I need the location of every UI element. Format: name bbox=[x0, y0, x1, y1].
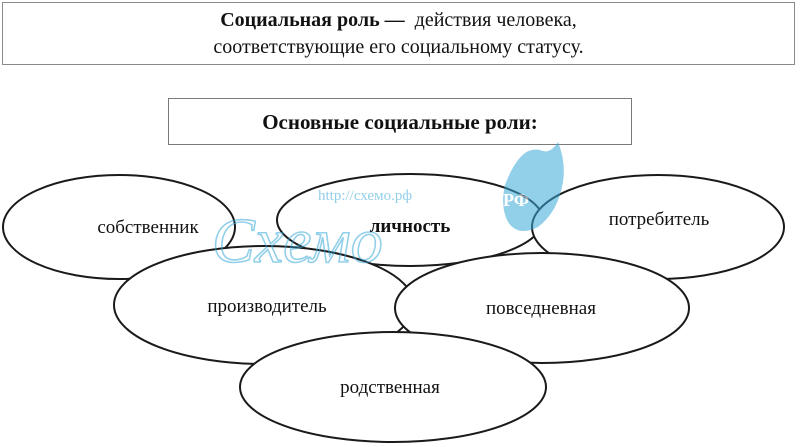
role-label: личность bbox=[370, 216, 451, 237]
role-label: производитель bbox=[207, 296, 327, 317]
definition-term: Социальная роль bbox=[220, 9, 380, 31]
role-label: собственник bbox=[97, 217, 199, 238]
definition-line-1: Социальная роль — действия человека, bbox=[3, 9, 794, 32]
role-label: потребитель bbox=[609, 209, 710, 230]
definition-line-2: соответствующие его социальному статусу. bbox=[213, 36, 584, 58]
roles-title: Основные социальные роли: bbox=[262, 110, 538, 134]
definition-text-1: действия человека, bbox=[414, 9, 577, 31]
definition-box: Социальная роль — действия человека, соо… bbox=[2, 2, 795, 65]
role-label: повседневная bbox=[486, 298, 596, 319]
watermark: http://схемо.рф Схемо РФ bbox=[211, 142, 564, 277]
definition-dash: — bbox=[384, 9, 405, 31]
role-ellipse-rodstvennaya bbox=[239, 331, 547, 443]
role-label: родственная bbox=[340, 377, 440, 398]
role-ellipse-sobstvennik bbox=[2, 174, 236, 280]
watermark-logo: Схемо bbox=[212, 205, 383, 276]
role-ellipse-povsednevnaya bbox=[394, 252, 690, 364]
roles-title-box: Основные социальные роли: bbox=[168, 98, 632, 145]
watermark-splash-icon bbox=[503, 142, 564, 231]
watermark-badge: РФ bbox=[503, 190, 529, 210]
watermark-url: http://схемо.рф bbox=[318, 188, 412, 204]
